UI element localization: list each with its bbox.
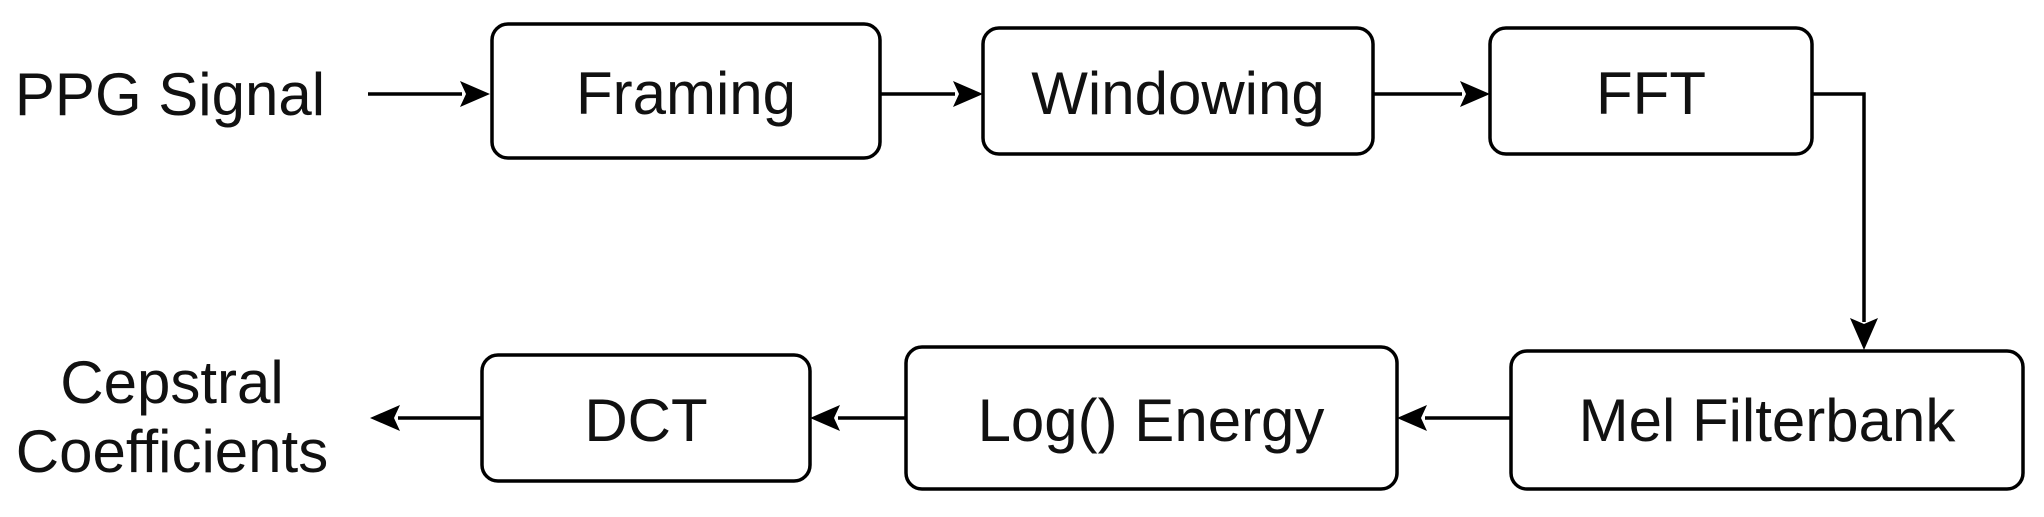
arrowhead-left-icon xyxy=(1397,405,1427,431)
dct-label: DCT xyxy=(584,387,707,454)
fft-label: FFT xyxy=(1596,60,1706,127)
arrow-windowing-to-fft xyxy=(1373,81,1490,107)
log-energy-step: Log() Energy xyxy=(904,345,1399,491)
arrowhead-right-icon xyxy=(1460,81,1490,107)
windowing-label: Windowing xyxy=(1031,60,1324,127)
arrow-framing-to-windowing xyxy=(880,81,983,107)
fft-box xyxy=(1488,26,1814,156)
output-label-line2: Coefficients xyxy=(16,418,328,485)
mel-filterbank-label: Mel Filterbank xyxy=(1579,387,1957,454)
windowing-box xyxy=(981,26,1375,156)
output-label-line1: Cepstral xyxy=(60,349,283,416)
arrowhead-down-icon xyxy=(1850,318,1878,350)
mel-filterbank-step: Mel Filterbank xyxy=(1509,349,2025,491)
framing-box xyxy=(490,22,882,160)
arrowhead-right-icon xyxy=(460,81,490,107)
arrowhead-left-icon xyxy=(810,405,840,431)
arrow-dct-to-output xyxy=(370,405,482,431)
arrow-log-energy-to-dct xyxy=(810,405,906,431)
framing-label: Framing xyxy=(576,60,796,127)
fft-step: FFT xyxy=(1488,26,1814,156)
dct-step: DCT xyxy=(480,353,812,483)
arrow-fft-to-mel-filterbank xyxy=(1812,92,1878,350)
arrowhead-left-icon xyxy=(370,405,400,431)
arrowhead-right-icon xyxy=(953,81,983,107)
log-energy-label: Log() Energy xyxy=(978,387,1325,454)
arrow-mel-to-log-energy xyxy=(1397,405,1511,431)
windowing-step: Windowing xyxy=(981,26,1375,156)
framing-step: Framing xyxy=(490,22,882,160)
mel-filterbank-box xyxy=(1509,349,2025,491)
arrow-input-to-framing xyxy=(368,81,490,107)
input-label: PPG Signal xyxy=(15,61,325,128)
